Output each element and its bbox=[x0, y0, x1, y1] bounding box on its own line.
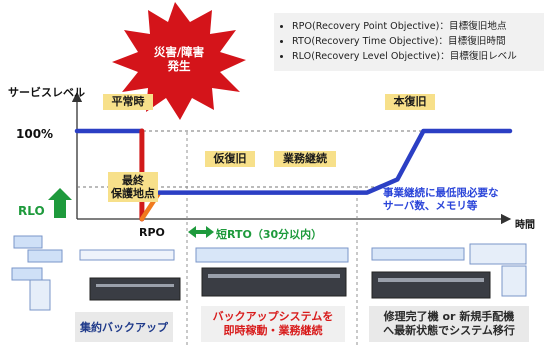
rto-label: 短RTO（30分以内） bbox=[216, 228, 323, 241]
caption-migration: 修理完了機 or 新規手配機 へ最新状態でシステム移行 bbox=[369, 306, 529, 342]
phase-continuity: 業務継続 bbox=[274, 151, 336, 167]
server-group-left bbox=[11, 235, 181, 311]
legend-box: RPO(Recovery Point Objective)：目標復旧地点 RTO… bbox=[274, 13, 544, 71]
legend-item-rlo: RLO(Recovery Level Objective)：目標復旧レベル bbox=[292, 49, 544, 64]
legend-item-rpo: RPO(Recovery Point Objective)：目標復旧地点 bbox=[292, 19, 544, 34]
rlo-label: RLO bbox=[18, 204, 45, 218]
phase-normal: 平常時 bbox=[103, 94, 153, 110]
phase-temp-recovery: 仮復旧 bbox=[205, 151, 255, 167]
server-group-right bbox=[371, 243, 527, 299]
legend-item-rto: RTO(Recovery Time Objective)：目標復旧時間 bbox=[292, 34, 544, 49]
disaster-label: 災害/障害 発生 bbox=[153, 45, 205, 73]
y-axis-label: サービスレベル bbox=[8, 86, 85, 99]
caption-instant-run: バックアップシステムを 即時稼動・業務継続 bbox=[201, 306, 345, 342]
curve-segment-3 bbox=[157, 128, 513, 195]
caption-backup: 集約バックアップ bbox=[75, 312, 173, 342]
phase-full-recovery: 本復旧 bbox=[385, 94, 435, 110]
level-100-label: 100% bbox=[16, 127, 54, 141]
rpo-label: RPO bbox=[139, 226, 165, 239]
disaster-burst bbox=[112, 2, 246, 120]
x-axis-label: 時間 bbox=[515, 220, 535, 231]
minimum-requirement-note: 事業継続に最低限必要な サーバ数、メモリ等 bbox=[383, 187, 499, 212]
rlo-arrow bbox=[48, 188, 72, 218]
rto-arrow bbox=[188, 226, 214, 238]
server-group-middle bbox=[195, 247, 349, 297]
phase-last-point: 最終 保護地点 bbox=[108, 172, 158, 202]
